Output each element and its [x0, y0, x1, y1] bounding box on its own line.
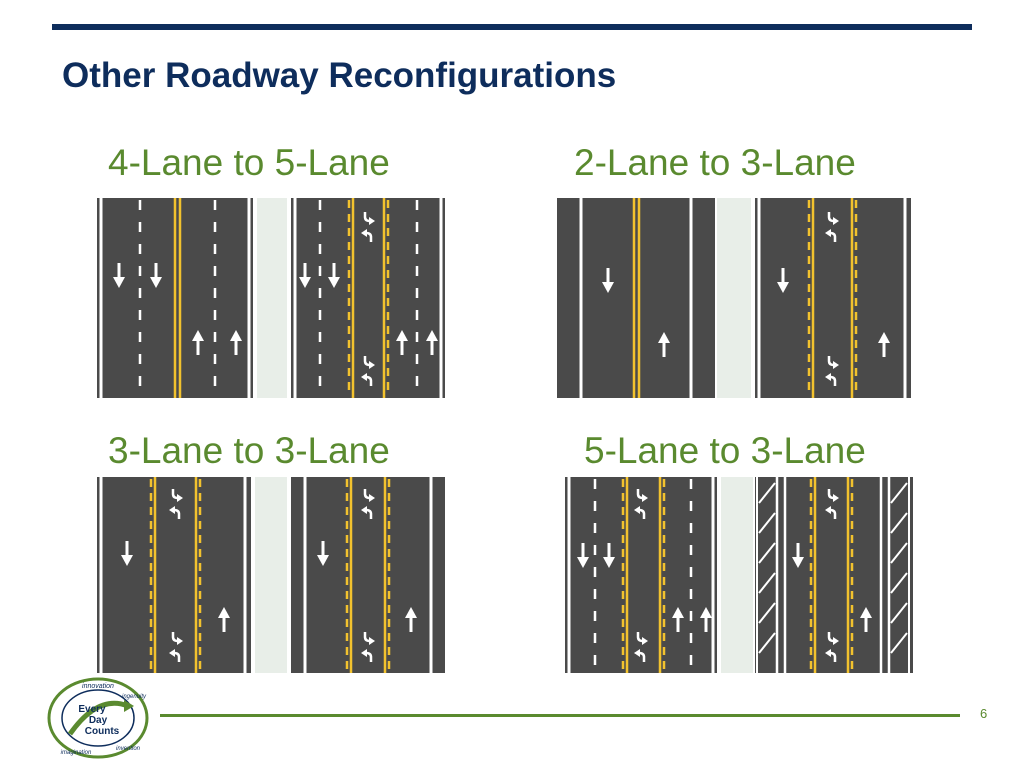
road-before-5-lane [565, 477, 717, 673]
road-after-5-lane [291, 198, 445, 398]
slide-title: Other Roadway Reconfigurations [62, 56, 617, 95]
logo-text-every: Every [78, 704, 106, 715]
road-diagram-4-to-5 [95, 196, 447, 400]
panel-heading-2-to-3: 2-Lane to 3-Lane [574, 142, 856, 183]
logo-ring-word-bottom-right: invention [116, 746, 141, 752]
road-after-3-lane-bike [291, 477, 445, 673]
page-number: 6 [980, 706, 988, 721]
road-after-3-lane [755, 198, 911, 398]
panel-heading-3-to-3: 3-Lane to 3-Lane [108, 430, 390, 471]
road-diagram-2-to-3 [555, 196, 913, 400]
road-before-4-lane [97, 198, 253, 398]
top-rule [52, 24, 972, 30]
every-day-counts-logo: innovation ingenuity imagination inventi… [47, 677, 149, 759]
median-strip [257, 198, 287, 398]
panel-heading-4-to-5: 4-Lane to 5-Lane [108, 142, 390, 183]
road-diagram-5-to-3 [563, 475, 915, 675]
road-before-2-lane [557, 198, 715, 398]
footer-rule [160, 714, 960, 717]
logo-ring-word-top: innovation [82, 683, 114, 690]
panel-heading-5-to-3: 5-Lane to 3-Lane [584, 430, 866, 471]
road-diagram-3-to-3 [95, 475, 447, 675]
logo-ring-word-right: ingenuity [122, 694, 147, 700]
road-before-3-lane [97, 477, 251, 673]
logo-text-day: Day [89, 715, 108, 726]
road-after-3-lane-buffered [755, 477, 913, 673]
logo-text-counts: Counts [85, 726, 120, 737]
median-strip [255, 477, 287, 673]
buffer-hatching [758, 482, 908, 654]
logo-ring-word-bottom-left: imagination [61, 750, 92, 756]
median-strip [721, 477, 753, 673]
median-strip [717, 198, 751, 398]
